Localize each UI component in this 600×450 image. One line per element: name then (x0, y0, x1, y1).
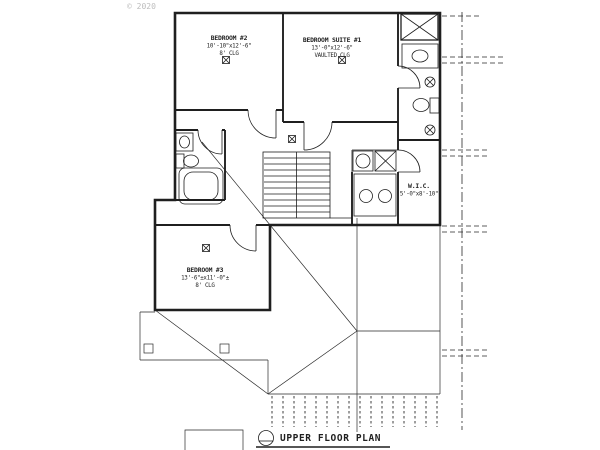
chase (374, 150, 397, 172)
room-clg-bedroom2: 8' CLG (219, 51, 239, 57)
sheet-title: UPPER FLOOR PLAN (256, 430, 390, 448)
door-bedroom2 (247, 109, 277, 139)
ceiling-lights (202, 56, 346, 252)
room-label-wic: W.I.C. (408, 182, 430, 190)
room-dims-wic: 5'-0"x8'-10" (400, 192, 438, 198)
door-wic (397, 149, 421, 173)
toilet-tank (429, 97, 440, 114)
stairs (262, 151, 331, 219)
plan-title: UPPER FLOOR PLAN (280, 433, 381, 444)
toilet-bowl (412, 98, 430, 112)
lower-floor-outline (139, 225, 441, 395)
roof-diagonals (154, 141, 440, 395)
laundry-partitions (330, 149, 398, 219)
deck-pickets (271, 396, 438, 427)
room-label-suite1: BEDROOM SUITE #1 (303, 36, 362, 44)
room-dims-suite1: 13'-0"x12'-6" (311, 46, 352, 52)
door-right-bath (397, 65, 421, 89)
door-arcs (197, 65, 421, 252)
room-label-bedroom2: BEDROOM #2 (211, 34, 248, 42)
projection-dashed-lines (442, 12, 504, 430)
exhaust-fan-icon (424, 124, 436, 136)
door-bathroom (197, 129, 223, 155)
bottom-left-outline (184, 429, 244, 450)
door-bedroom3 (229, 224, 257, 252)
exhaust-fan-icon (424, 76, 436, 88)
copyright-watermark: © 2020 (127, 2, 156, 11)
room-dims-bedroom3: 13'-6"±x11'-0"± (181, 276, 230, 282)
detail-bubble (258, 430, 274, 446)
room-labels: BEDROOM #2 10'-10"x12'-6" 8' CLG BEDROOM… (181, 34, 438, 289)
door-suite1 (303, 121, 333, 151)
bathtub (178, 167, 224, 205)
room-clg-suite1: VAULTED CLG (314, 53, 350, 59)
deck-post (219, 343, 230, 354)
vanity-sink (175, 132, 194, 152)
vanity-sink (401, 43, 439, 69)
right-bathroom-fixtures (400, 13, 440, 136)
water-heater (352, 150, 374, 172)
exterior-walls (153, 11, 442, 312)
ceiling-light-icon (222, 56, 230, 64)
ceiling-light-icon (288, 135, 296, 143)
room-label-bedroom3: BEDROOM #3 (187, 266, 224, 274)
ceiling-light-icon (202, 244, 210, 252)
laundry-sink-unit (353, 173, 397, 217)
laundry-fixtures (352, 150, 397, 217)
left-bathroom-fixtures (175, 132, 224, 205)
shower-shaft (400, 13, 439, 41)
deck-post (143, 343, 154, 354)
room-clg-bedroom3: 8' CLG (195, 283, 215, 289)
room-dims-bedroom2: 10'-10"x12'-6" (207, 44, 252, 50)
toilet-bowl (183, 154, 199, 168)
interior-walls (155, 13, 440, 226)
toilet-tank (175, 153, 185, 169)
